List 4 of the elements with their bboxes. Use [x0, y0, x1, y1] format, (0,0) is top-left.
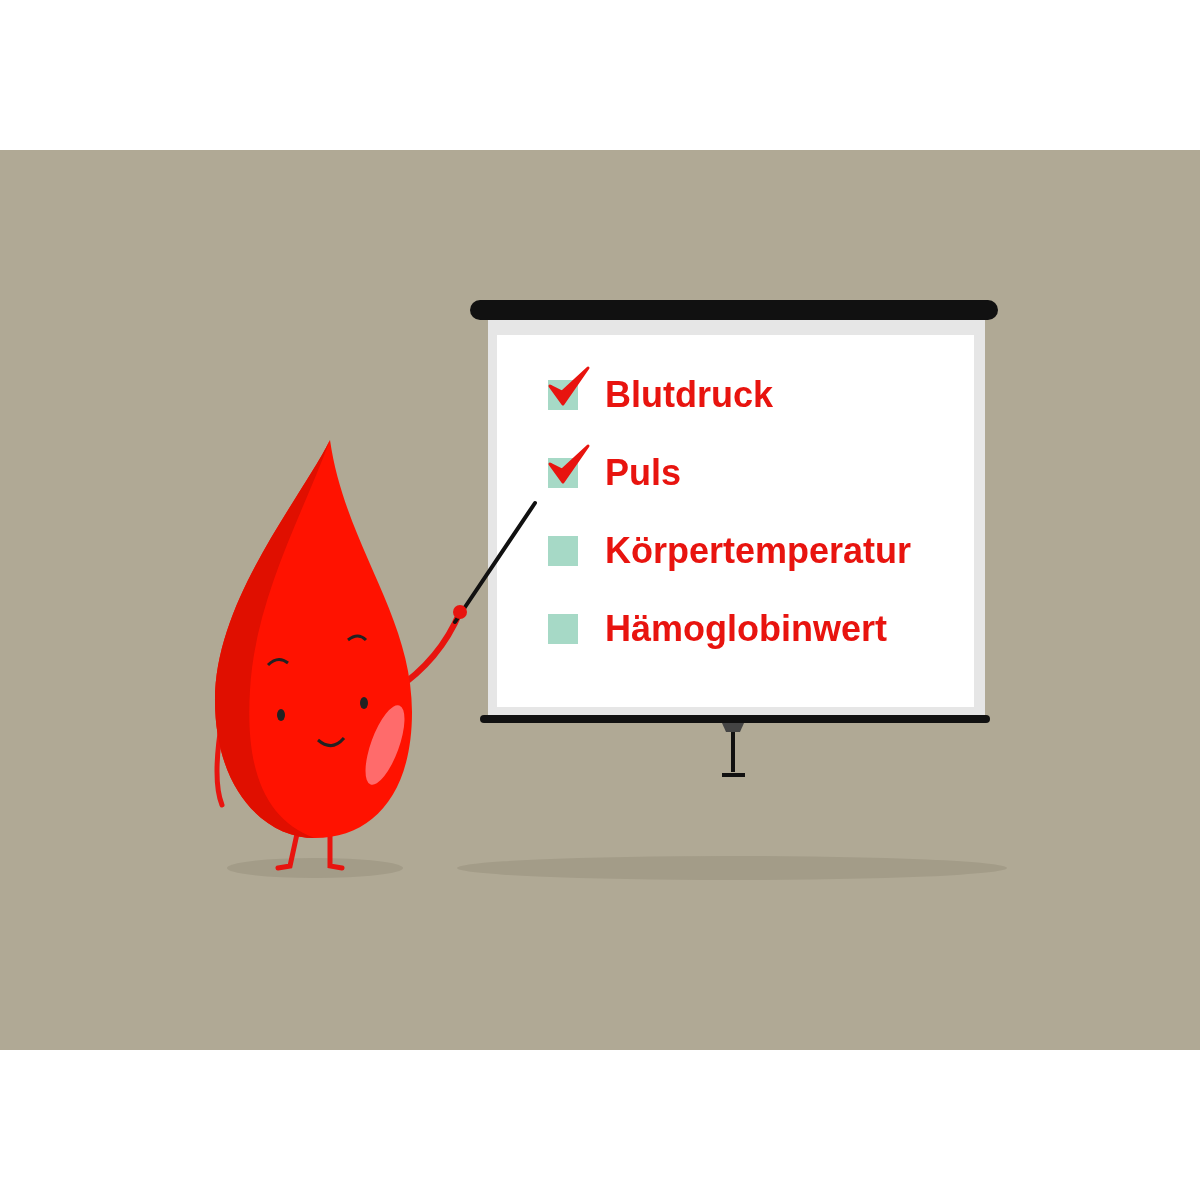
checklist-item-text: Hämoglobinwert	[605, 609, 887, 649]
checklist-item-text: Körpertemperatur	[605, 531, 912, 571]
checklist-item-text: Blutdruck	[605, 375, 773, 415]
checklist-item-text: Puls	[605, 453, 682, 493]
